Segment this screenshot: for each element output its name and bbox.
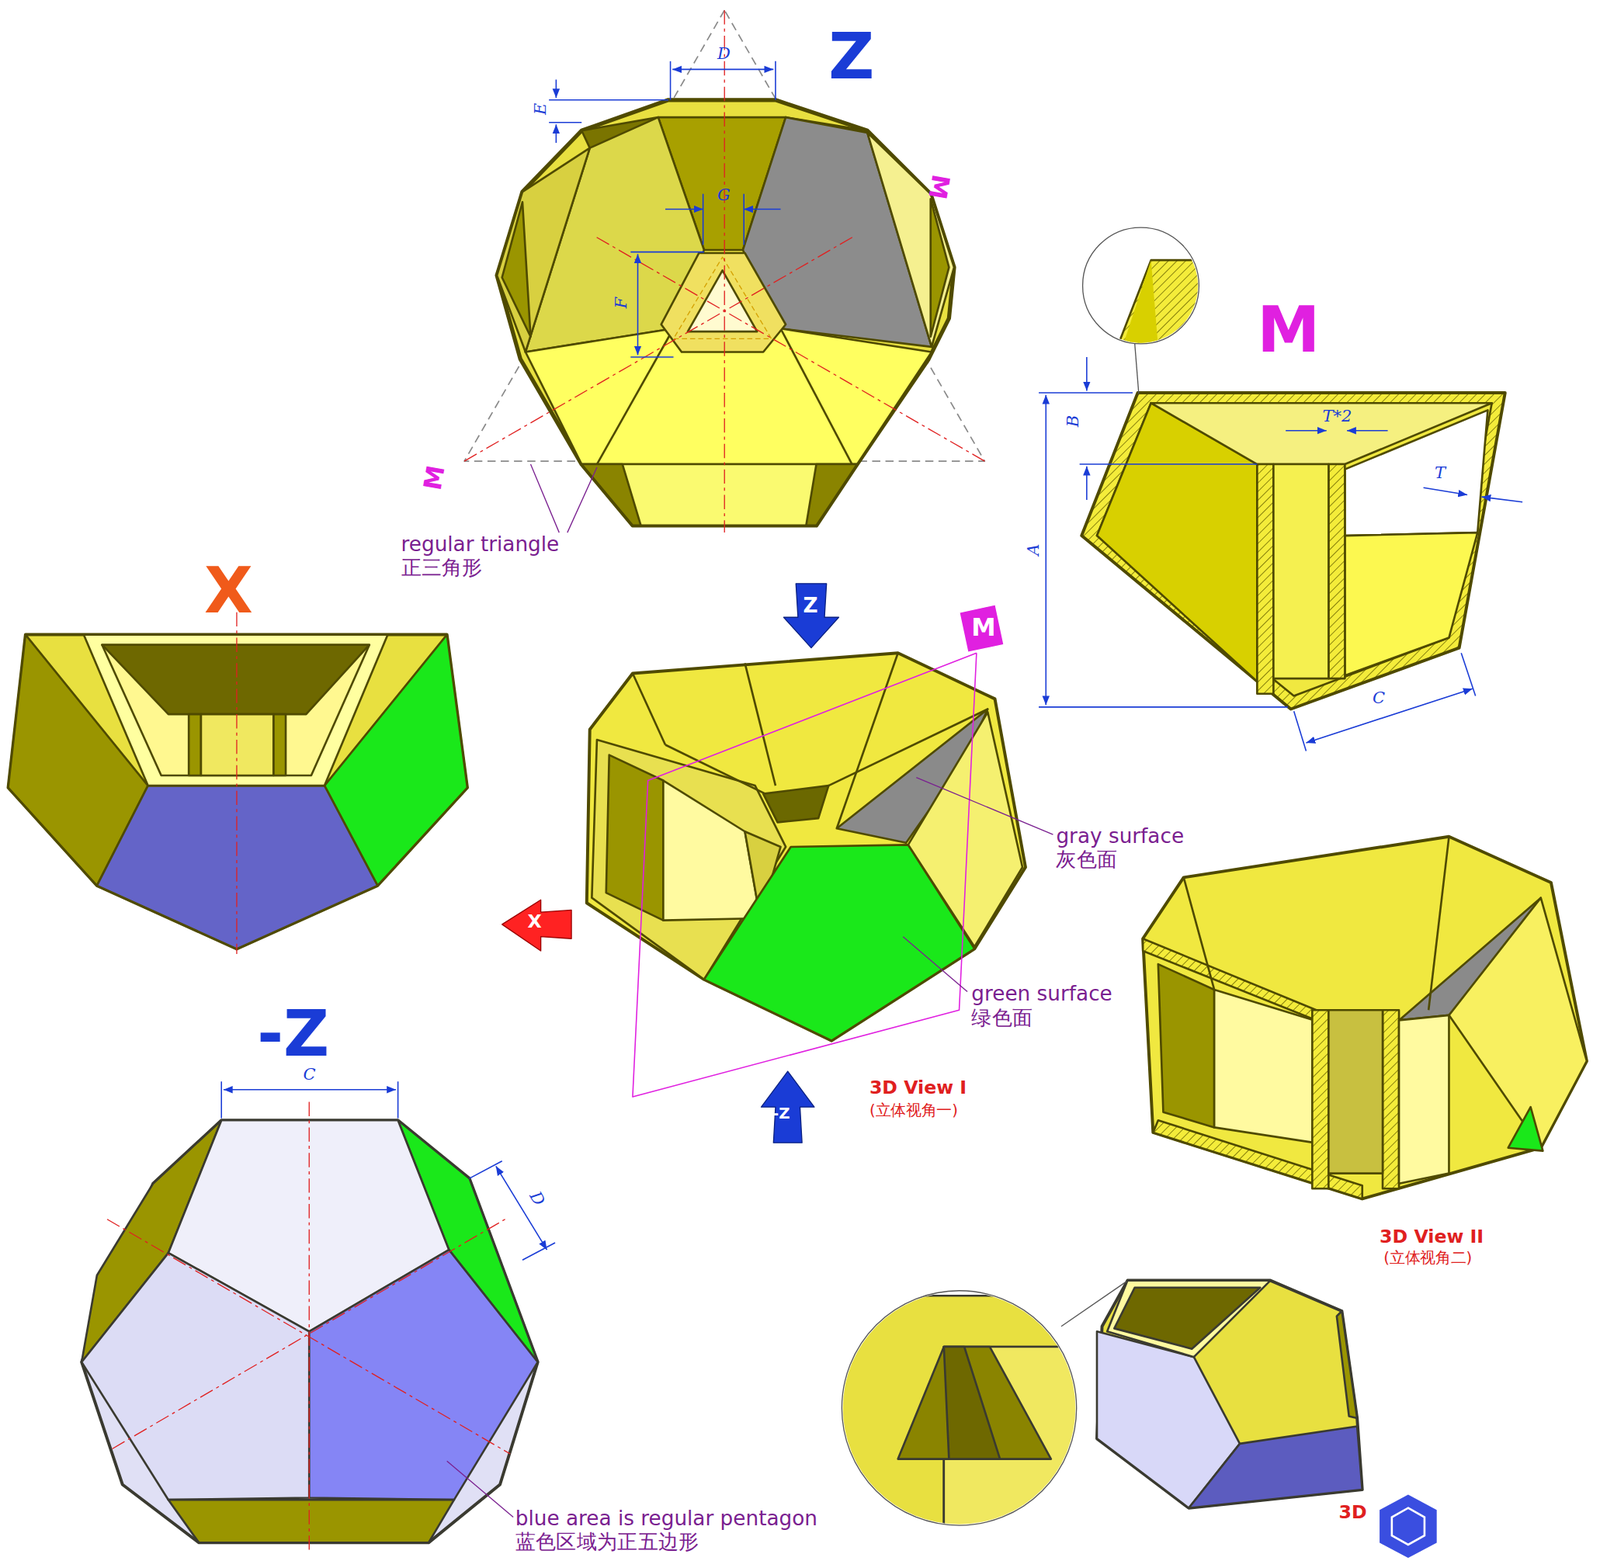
callout-label: gray surface	[1055, 824, 1184, 847]
view-caption: (立体视角一)	[869, 1102, 958, 1120]
view-caption: 3D View I	[869, 1077, 967, 1098]
callout-label: 正三角形	[401, 555, 483, 579]
view-3d-1	[502, 583, 1054, 1143]
dimension-label: C	[302, 1065, 316, 1083]
callout-label: 灰色面	[1055, 847, 1118, 871]
dimension-label: T	[1434, 464, 1446, 483]
dimension-label: D	[717, 45, 731, 63]
dimension-label: D	[526, 1188, 549, 1209]
view-title: M	[1256, 295, 1320, 366]
dimension-label: C	[1372, 688, 1385, 707]
callout-label: 蓝色区域为正五边形	[515, 1530, 700, 1554]
section-marker: M	[923, 172, 955, 202]
section-marker: M	[419, 463, 451, 493]
view-3d-2	[1142, 836, 1587, 1200]
logo-icon	[1379, 1495, 1437, 1559]
view-title: X	[204, 555, 254, 626]
section-marker: M	[971, 614, 996, 642]
callout-label: green surface	[971, 982, 1112, 1006]
view-title: Z	[828, 22, 875, 93]
dimension-label: E	[531, 103, 550, 115]
view-caption: (立体视角二)	[1383, 1249, 1472, 1267]
arrow-label: X	[527, 911, 542, 932]
minus-z-view	[81, 1081, 556, 1553]
x-view	[8, 612, 468, 955]
callout-label: blue area is regular pentagon	[515, 1506, 818, 1530]
z-view	[464, 10, 985, 533]
arrow-label: -Z	[772, 1105, 790, 1123]
view-caption: 3D View II	[1379, 1226, 1484, 1247]
m-section	[1038, 227, 1523, 751]
dimension-label: T*2	[1322, 406, 1352, 425]
dimension-label: G	[717, 185, 731, 204]
dimension-label: A	[1024, 544, 1043, 556]
view-title: -Z	[256, 999, 330, 1070]
dimension-label: B	[1064, 415, 1083, 427]
view-3d-3	[836, 1280, 1363, 1531]
dimension-label: F	[611, 297, 630, 309]
callout-label: regular triangle	[401, 532, 560, 556]
callout-label: 绿色面	[971, 1006, 1033, 1029]
view-caption: 3D	[1339, 1502, 1368, 1523]
arrow-label: Z	[802, 593, 818, 617]
